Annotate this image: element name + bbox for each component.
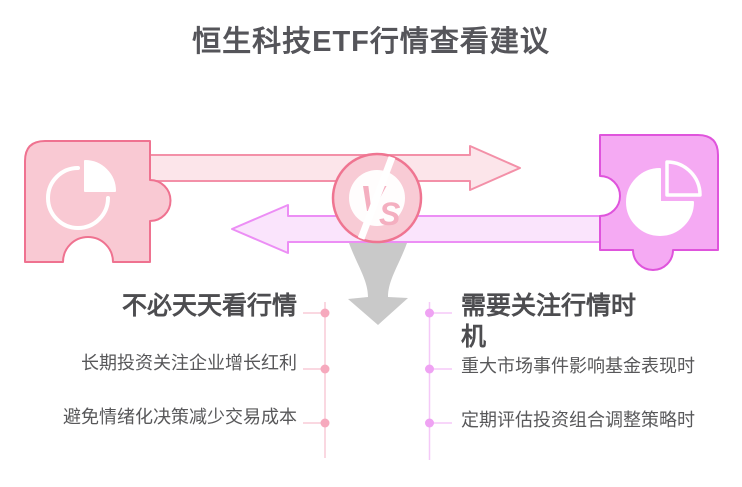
down-arrow-icon	[348, 243, 408, 325]
vs-badge-icon: V S	[331, 152, 423, 244]
vs-letter-s: S	[379, 196, 401, 232]
left-column-item: 避免情绪化决策减少交易成本	[63, 407, 297, 427]
right-column-item: 重大市场事件影响基金表现时	[461, 356, 695, 376]
magenta-puzzle-pie-chart-icon	[599, 134, 719, 271]
right-connector-line	[425, 302, 452, 460]
left-column-heading: 不必天天看行情	[121, 292, 297, 320]
right-arrow-icon	[148, 145, 521, 191]
left-column-item: 长期投资关注企业增长红利	[81, 353, 297, 373]
left-arrow-icon	[231, 204, 603, 254]
right-column-heading: 需要关注行情时机	[461, 292, 637, 351]
right-column-item: 定期评估投资组合调整策略时	[461, 410, 695, 430]
pink-puzzle-pie-chart-icon	[24, 140, 172, 263]
page-title: 恒生科技ETF行情查看建议	[192, 26, 550, 58]
left-connector-line	[303, 302, 330, 458]
